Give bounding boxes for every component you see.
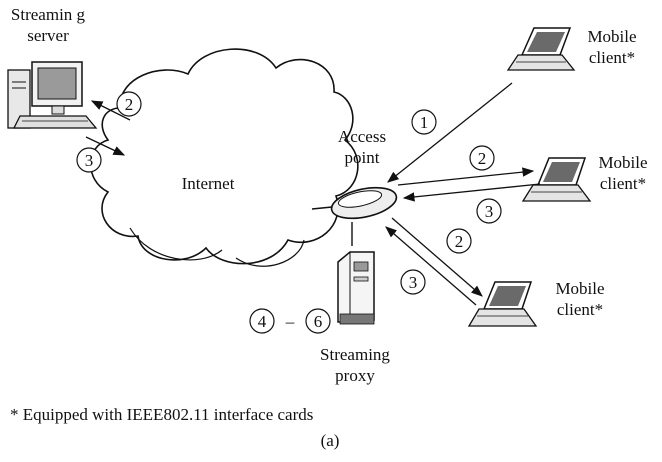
footnote: * Equipped with IEEE802.11 interface car… (10, 405, 314, 424)
step-label: 1 (420, 113, 429, 132)
internet-label: Internet (181, 174, 235, 193)
step-circle-proxy-start: 4 (249, 308, 275, 334)
server-computer-icon (7, 61, 98, 129)
arrow-internet-to-server (90, 100, 131, 121)
step-label: 3 (485, 202, 494, 221)
mobile-client-3-label: Mobile client* (540, 278, 620, 320)
proxy-server-icon (337, 251, 375, 325)
step-label: 3 (85, 151, 94, 170)
server-label-line1: Streamin g (10, 5, 86, 24)
step-circle-client2-in: 3 (476, 198, 502, 224)
step-circle-client2-out: 2 (469, 145, 495, 171)
mobile-client-1-label-line2: client* (588, 48, 636, 67)
step-circle-server-in: 2 (116, 91, 142, 117)
step-range-separator: – (285, 312, 295, 331)
step-label: 2 (125, 95, 134, 114)
mobile-client-laptop-2-icon (521, 157, 592, 202)
step-circle-server-out: 3 (76, 147, 102, 173)
internet-cloud (89, 48, 359, 267)
arrow-client1-request (387, 82, 513, 183)
server-label-line2: server (27, 26, 69, 45)
arrow-ap-to-client2 (397, 167, 535, 186)
mobile-client-3-label-line1: Mobile (555, 279, 605, 298)
mobile-client-laptop-3-icon (467, 281, 538, 327)
proxy-label: Streaming proxy (300, 344, 410, 386)
step-circle-client3-in: 3 (400, 269, 426, 295)
step-label: 2 (455, 232, 464, 251)
step-label: 2 (478, 149, 487, 168)
step-label: 3 (409, 273, 418, 292)
arrow-client3-to-ap (385, 226, 477, 306)
figure-caption: (a) (320, 431, 340, 450)
step-circle-proxy-end: 6 (305, 308, 331, 334)
access-point-label: Access point (330, 126, 394, 168)
step-label: 4 (258, 312, 267, 331)
arrow-server-to-internet (85, 136, 126, 156)
server-label: Streamin g server (4, 4, 92, 46)
mobile-client-2-label-line1: Mobile (598, 153, 648, 172)
proxy-label-line1: Streaming (320, 345, 390, 364)
mobile-client-2-label-line2: client* (599, 174, 647, 193)
access-point-label-line1: Access (337, 127, 387, 146)
mobile-client-1-label: Mobile client* (572, 26, 652, 68)
mobile-client-2-label: Mobile client* (586, 152, 660, 194)
arrow-ap-to-client3 (391, 217, 483, 297)
access-point-icon (311, 186, 398, 220)
mobile-client-3-label-line2: client* (556, 300, 604, 319)
access-point-label-line2: point (344, 148, 380, 167)
mobile-client-laptop-1-icon (506, 27, 576, 71)
proxy-label-line2: proxy (335, 366, 375, 385)
step-circle-client1-request: 1 (411, 109, 437, 135)
step-circle-client3-out: 2 (446, 228, 472, 254)
mobile-client-1-label-line1: Mobile (587, 27, 637, 46)
arrow-client2-to-ap (402, 183, 541, 202)
step-label: 6 (314, 312, 323, 331)
